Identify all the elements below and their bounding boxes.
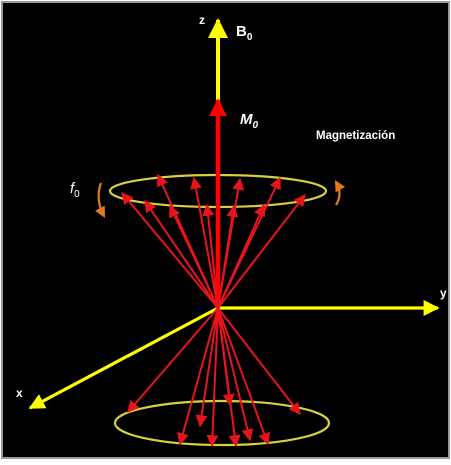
spin-vector — [217, 307, 301, 415]
spin-vector — [144, 200, 219, 309]
spin-vector — [217, 307, 254, 442]
z-axis-label: z — [199, 13, 205, 27]
lower-precession-cone-ellipse — [113, 399, 331, 447]
precession-frequency-label: f0 — [70, 180, 80, 200]
spin-vector — [127, 307, 219, 413]
y-axis-label: y — [440, 286, 447, 300]
field-b0-label: B0 — [236, 23, 253, 43]
spin-vector — [156, 173, 219, 309]
spin-vector — [190, 176, 219, 309]
spin-vector — [121, 192, 219, 309]
spin-vector — [217, 204, 239, 309]
x-axis-label: x — [16, 386, 23, 400]
upper-spin-vectors — [121, 173, 306, 309]
caption-magnetizacion: Magnetización — [316, 130, 395, 142]
spin-vector — [217, 307, 241, 448]
spin-vector — [202, 203, 219, 309]
spin-vector — [217, 307, 270, 446]
spin-vector — [177, 307, 219, 446]
net-magnetization-label: M0 — [240, 111, 259, 131]
x-axis — [28, 306, 219, 410]
spin-vector — [195, 307, 219, 428]
spin-vector — [217, 176, 281, 309]
rotation-arrow-left-icon — [95, 182, 106, 218]
spin-vector — [217, 194, 306, 309]
rotation-arrow-right-icon — [334, 180, 346, 206]
spin-vector — [206, 307, 219, 448]
lower-spin-vectors — [127, 307, 301, 448]
